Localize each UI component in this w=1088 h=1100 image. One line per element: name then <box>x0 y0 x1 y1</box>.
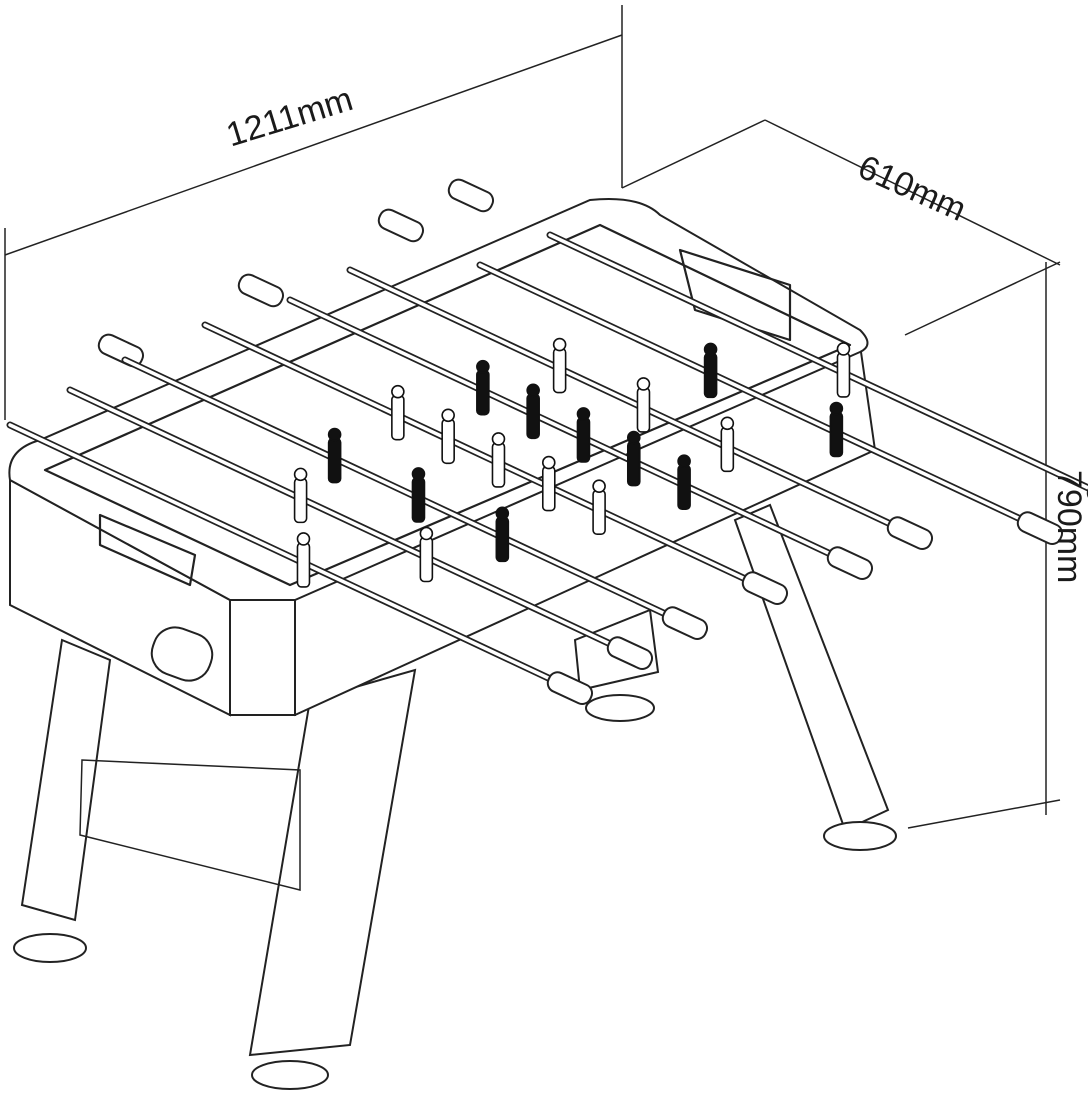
height-extension-top <box>904 261 1061 336</box>
rod <box>123 358 686 625</box>
rod-handle <box>741 571 789 605</box>
cabinet-corner <box>229 594 296 716</box>
cabinet <box>8 198 877 717</box>
rod <box>68 388 631 655</box>
handle-cutout <box>150 626 214 682</box>
light-player <box>293 477 308 524</box>
dark-player-head <box>327 427 342 442</box>
light-player-head <box>541 455 556 470</box>
back-left-foot <box>585 694 655 722</box>
rod-handle <box>886 516 934 550</box>
front-left-foot <box>13 933 87 963</box>
light-player <box>391 394 405 441</box>
light-player <box>720 426 735 473</box>
rod-handle <box>826 546 874 580</box>
light-player-head <box>441 408 455 423</box>
light-player-head <box>391 384 405 399</box>
length-dimension-line <box>4 34 623 256</box>
back-right-leg <box>733 503 890 832</box>
light-player <box>441 418 455 465</box>
depth-extension-top <box>621 119 766 189</box>
rod <box>288 298 851 565</box>
dark-player-head <box>411 467 426 481</box>
dark-player <box>495 516 510 563</box>
dark-player <box>576 417 591 463</box>
dark-player <box>411 477 426 523</box>
goal-net <box>678 248 792 342</box>
front-right-foot <box>251 1060 329 1090</box>
dark-player <box>526 393 540 440</box>
depth-dimension-line <box>764 119 1061 266</box>
height-extension-bottom <box>907 799 1061 829</box>
light-player <box>541 465 556 512</box>
dark-player-head <box>576 407 591 421</box>
front-right-leg <box>248 668 417 1057</box>
light-player <box>592 489 606 536</box>
dark-player-head <box>677 454 691 469</box>
rod <box>348 268 911 535</box>
rod-back-handle <box>377 208 425 243</box>
light-player <box>836 352 851 398</box>
rod-back-handle <box>237 273 285 308</box>
dark-player-head <box>526 383 540 398</box>
height-dimension-label: 790mm <box>1050 470 1088 584</box>
dark-player-head <box>495 506 510 521</box>
rod-back-handle <box>97 333 145 368</box>
back-right-foot <box>823 821 897 851</box>
light-player <box>419 536 434 583</box>
leg-crossbar <box>79 759 301 891</box>
light-player-head <box>293 467 308 482</box>
light-player <box>296 542 311 588</box>
dark-player <box>626 440 641 487</box>
goal-front <box>98 513 197 587</box>
light-player-head <box>836 342 851 356</box>
light-player-head <box>296 532 311 546</box>
rod-handle <box>606 636 654 670</box>
rod-handle <box>1016 511 1064 545</box>
rod-handle <box>546 671 594 705</box>
rods-group <box>6 178 1088 705</box>
dark-player-head <box>626 430 641 445</box>
dark-player-head <box>829 401 844 416</box>
rod <box>548 233 1088 490</box>
dark-player <box>327 437 342 484</box>
front-left-leg <box>20 638 112 922</box>
light-player-head <box>636 377 651 391</box>
light-player <box>552 347 567 394</box>
playfield <box>43 223 852 587</box>
light-player-head <box>720 416 735 431</box>
light-player <box>491 442 506 488</box>
light-player <box>636 387 651 433</box>
dark-player <box>476 369 490 416</box>
light-player-head <box>552 337 567 352</box>
rod <box>203 323 766 590</box>
dark-player <box>677 464 691 511</box>
light-player-head <box>419 526 434 541</box>
cabinet-top-rim <box>8 198 869 602</box>
light-player-head <box>592 479 606 494</box>
rod <box>8 423 571 690</box>
dark-player-head <box>476 359 490 374</box>
rod-back-handle <box>447 178 495 213</box>
dark-player <box>829 411 844 458</box>
dark-player <box>703 352 718 399</box>
light-player-head <box>491 432 506 446</box>
dark-player-head <box>703 342 718 357</box>
rod <box>478 263 1041 530</box>
rod-handle <box>661 606 709 640</box>
